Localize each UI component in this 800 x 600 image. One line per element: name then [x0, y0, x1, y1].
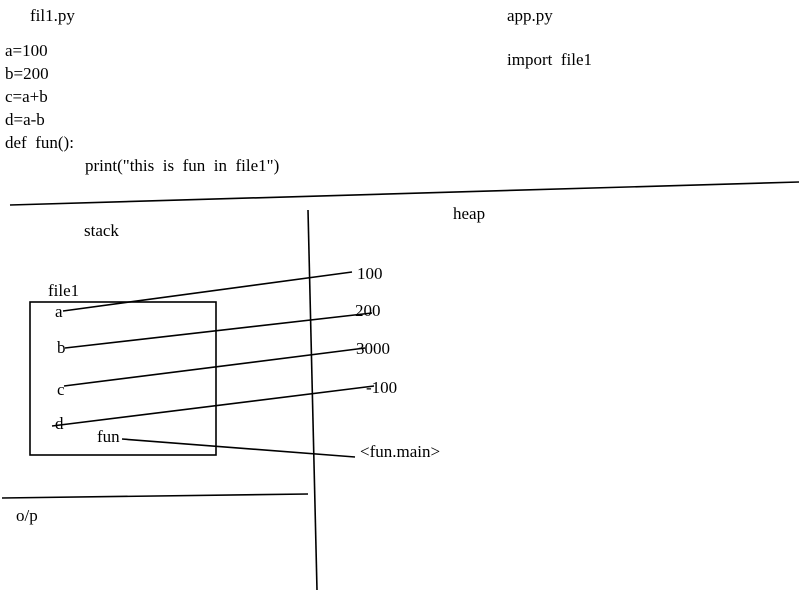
heap-value-4: -100 [366, 378, 398, 397]
reference-line-d [51, 385, 375, 427]
stack-var-d: d [55, 414, 64, 433]
heap-value-2: 200 [355, 301, 381, 320]
frame-label: file1 [48, 281, 80, 300]
code-line-3: c=a+b [5, 87, 48, 106]
heap-value-1: 100 [357, 264, 383, 283]
stack-label: stack [84, 221, 119, 240]
stack-var-b: b [57, 338, 66, 357]
reference-line-a [62, 271, 353, 312]
heap-label: heap [453, 204, 486, 223]
stack-frame-box [29, 301, 217, 456]
reference-line-b [64, 312, 373, 349]
heap-value-5: <fun.main> [360, 442, 441, 461]
code-line-5: def fun(): [5, 133, 74, 152]
stack-var-a: a [55, 302, 63, 321]
code-line-4: d=a-b [5, 110, 45, 129]
output-divider-line [1, 493, 309, 499]
reference-line-c [63, 347, 366, 387]
code-line-1: a=100 [5, 41, 48, 60]
reference-line-fun [121, 438, 356, 458]
app-import-line: import file1 [507, 50, 592, 69]
code-line-2: b=200 [5, 64, 49, 83]
top-divider-line [9, 181, 800, 206]
stack-var-fun: fun [97, 427, 120, 446]
output-label: o/p [16, 506, 38, 525]
stack-heap-divider-line [307, 209, 318, 591]
stack-var-c: c [57, 380, 65, 399]
heap-value-3: 3000 [356, 339, 390, 358]
file1-filename: fil1.py [30, 6, 75, 25]
code-line-6: print("this is fun in file1") [85, 156, 280, 175]
app-filename: app.py [507, 6, 553, 25]
